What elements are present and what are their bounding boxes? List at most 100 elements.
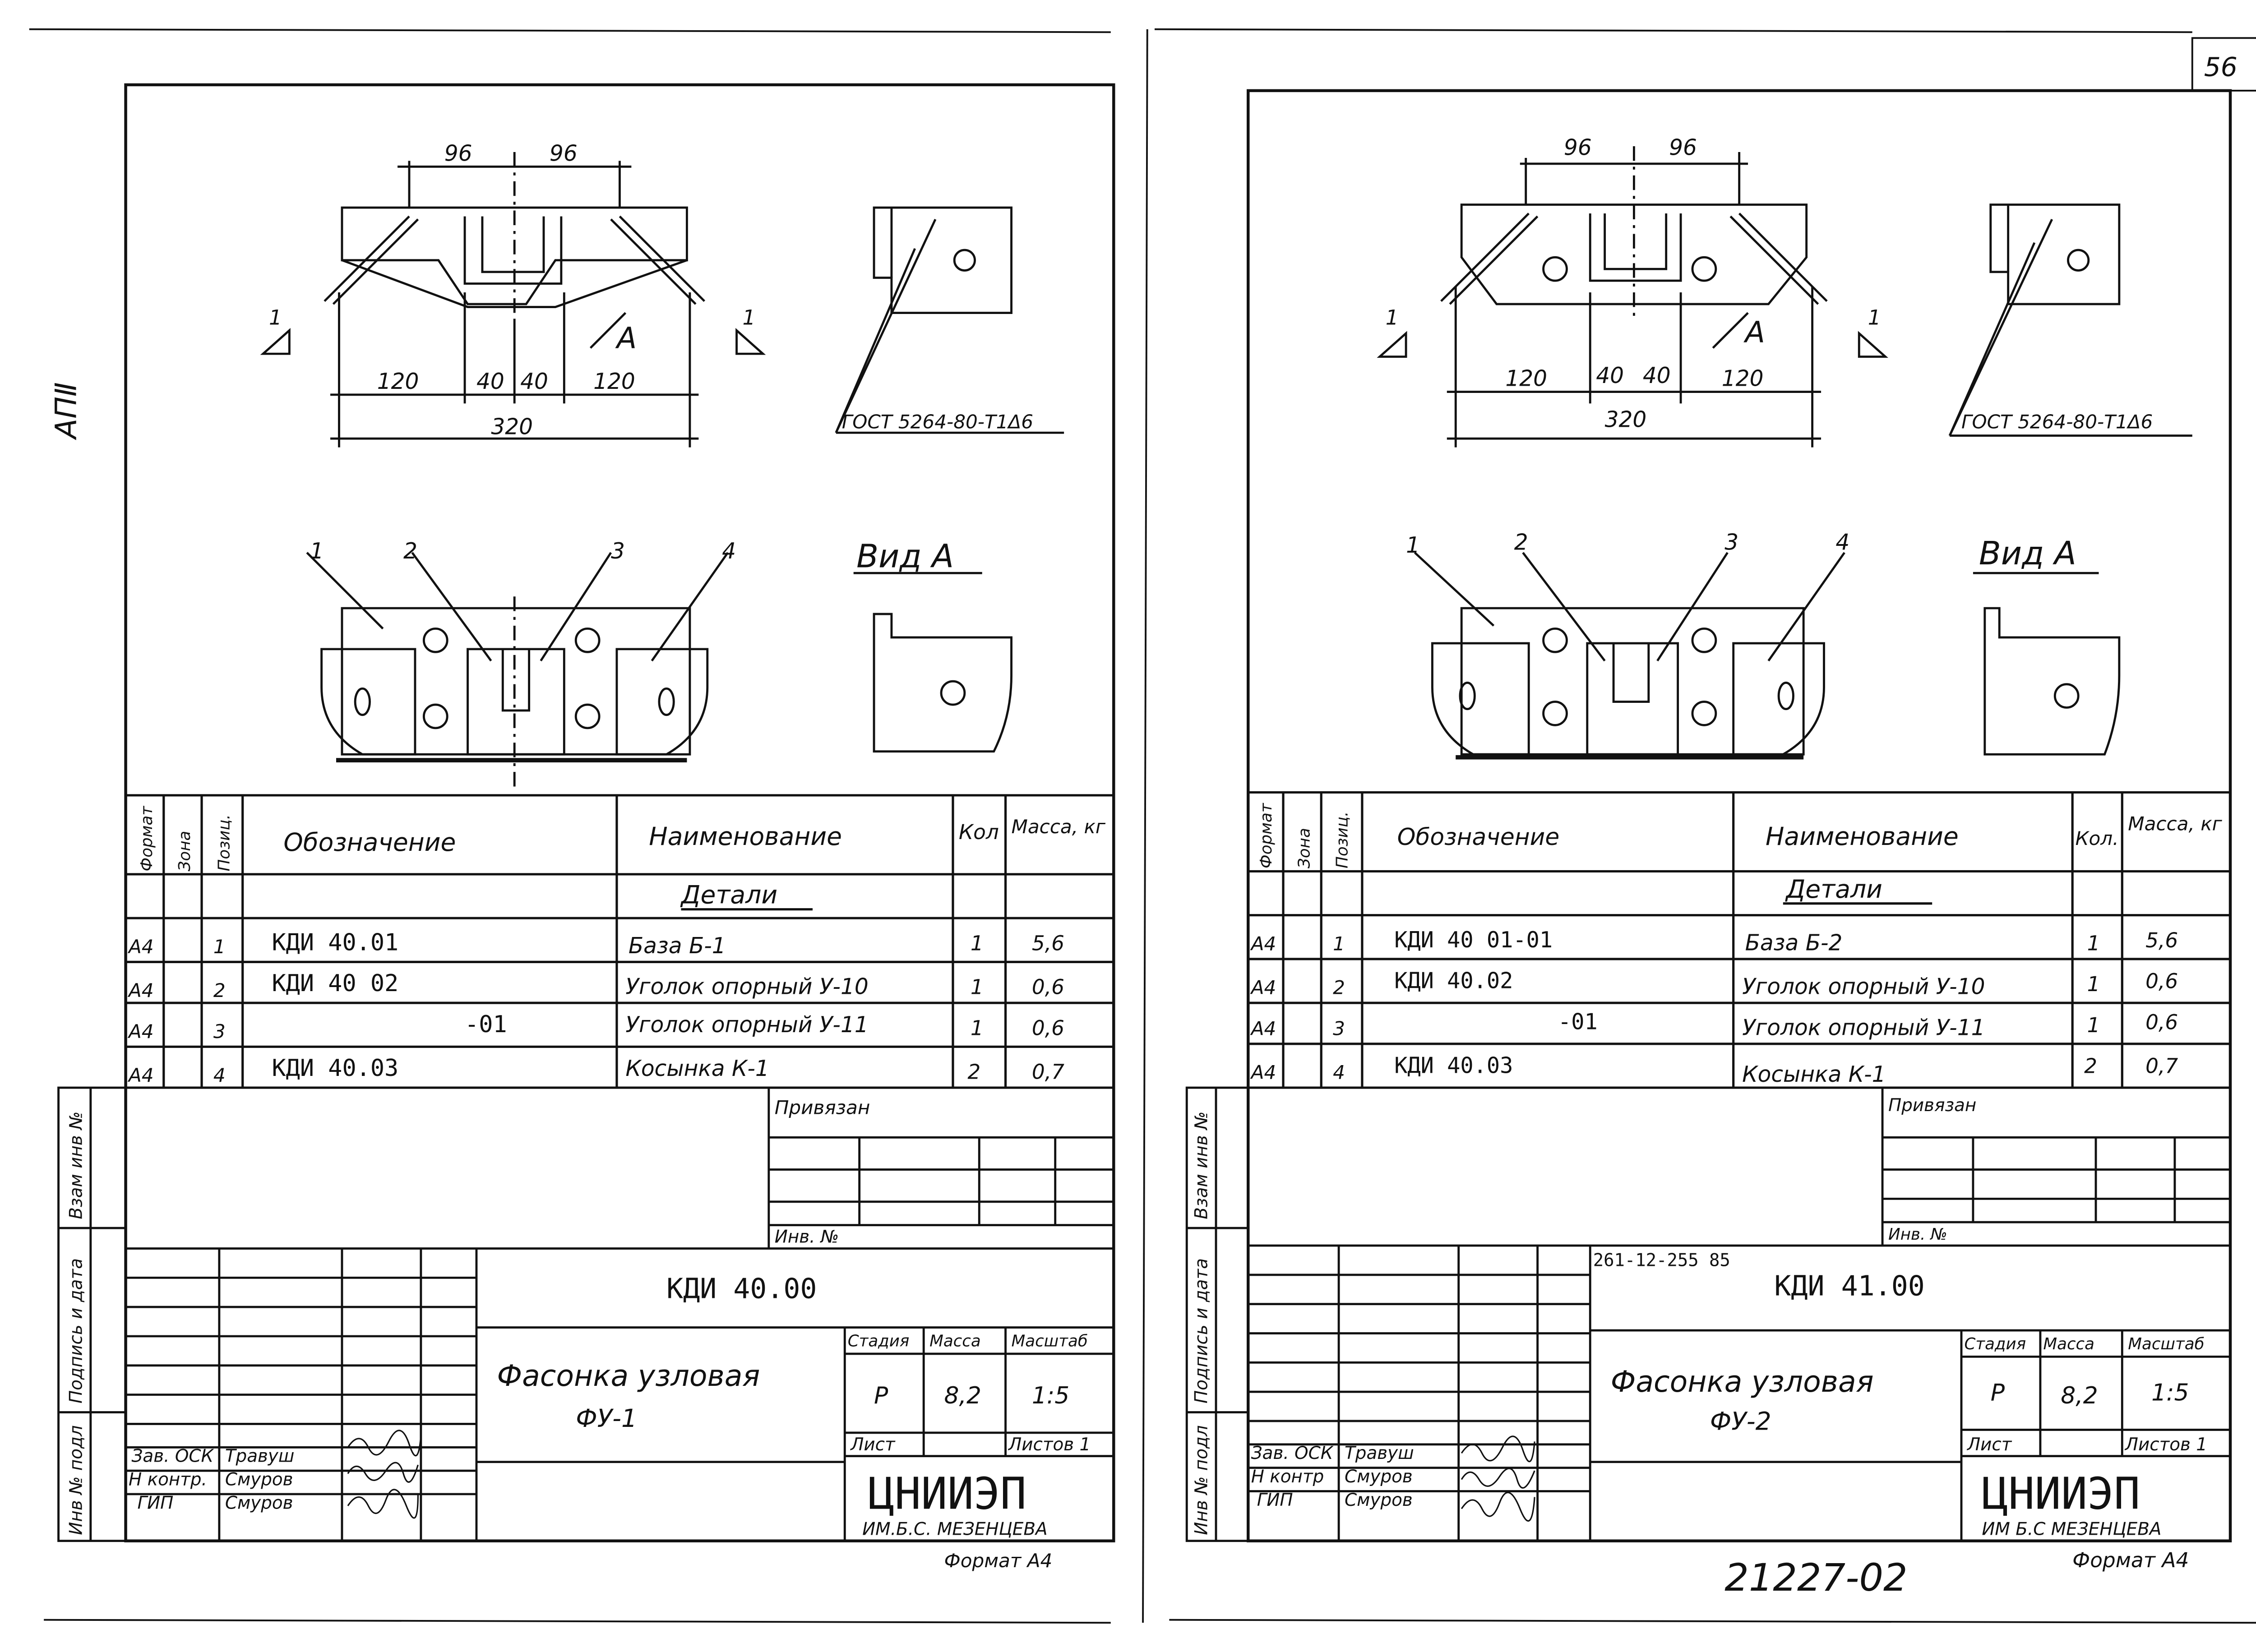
org: ЦНИИЭП	[868, 1468, 1026, 1519]
doc-code: КДИ 40.00	[666, 1273, 817, 1305]
dim-bottom-2: 40	[476, 369, 504, 394]
row4-designation: КДИ 40.03	[272, 1055, 398, 1082]
hdr-pos: Позиц.	[1333, 812, 1352, 868]
view-title: Вид А	[1979, 535, 2076, 572]
weld-note: ГОСТ 5264-80-Т1Δ6	[1961, 411, 2153, 433]
row3-format: А4	[127, 1020, 154, 1043]
row1-format: А4	[127, 936, 154, 958]
hdr-qty: Кол.	[2076, 827, 2119, 849]
signatures	[347, 1430, 422, 1519]
stage-label: Стадия	[848, 1332, 910, 1351]
sheet-label: Лист	[1966, 1435, 2012, 1455]
hdr-name: Наименование	[1766, 822, 1959, 851]
row4-name: Косынка К-1	[1742, 1062, 1886, 1087]
row1-designation: КДИ 40.01	[272, 929, 398, 956]
spec-section: Детали	[1784, 875, 1882, 904]
callout-2: 2	[1514, 530, 1528, 555]
row2-format: А4	[1250, 977, 1276, 999]
row1-pos: 1	[1333, 932, 1345, 955]
staff-role-3: ГИП	[1257, 1490, 1293, 1510]
page-marks	[29, 28, 2256, 1624]
top-view	[260, 152, 766, 448]
row4-mass: 0,7	[1032, 1060, 1064, 1084]
staff-role-2: Н контр.	[129, 1470, 207, 1490]
dim-bottom-4: 120	[593, 369, 635, 394]
stamp-inv-podl: Инв № подл	[1192, 1425, 1212, 1535]
doc-code: КДИ 41.00	[1774, 1269, 1924, 1302]
mass-label: Масса	[2043, 1335, 2094, 1353]
side-stamp	[1185, 1086, 1249, 1542]
staff-role-3: ГИП	[137, 1493, 173, 1513]
row3-designation: -01	[1558, 1009, 1598, 1034]
row2-qty: 1	[971, 975, 984, 999]
row3-pos: 3	[213, 1020, 226, 1043]
row4-format: А4	[127, 1064, 154, 1086]
callout-4: 4	[1835, 530, 1849, 555]
row4-name: Косынка К-1	[625, 1056, 769, 1081]
hdr-designation: Обозначение	[283, 828, 456, 857]
stamp-podpis: Подпись и дата	[1192, 1258, 1212, 1403]
row3-name: Уголок опорный У-11	[625, 1012, 868, 1038]
staff-name-3: Смуров	[1345, 1490, 1413, 1510]
title-block	[1248, 1088, 2231, 1541]
dim-bottom-3: 40	[1643, 363, 1671, 388]
format-note: Формат А4	[944, 1550, 1053, 1572]
sheet-label: Лист	[850, 1435, 896, 1455]
sheets-label: Листов 1	[2124, 1435, 2207, 1455]
row1-qty: 1	[2087, 931, 2100, 955]
scale: 1:5	[1032, 1382, 1069, 1409]
view-arrow-label: А	[615, 321, 637, 355]
staff-name-1: Травуш	[225, 1446, 295, 1467]
scale: 1:5	[2151, 1380, 2189, 1407]
row3-format: А4	[1250, 1017, 1276, 1039]
org: ЦНИИЭП	[1982, 1468, 2140, 1519]
hdr-zone: Зона	[1295, 828, 1313, 868]
page-number: 56	[2204, 52, 2238, 83]
row2-designation: КДИ 40.02	[1394, 969, 1513, 994]
row4-qty: 2	[967, 1060, 980, 1084]
top-view	[1377, 146, 1888, 448]
stamp-vzam: Взам инв №	[1192, 1112, 1212, 1219]
section-mark-right: 1	[1868, 305, 1881, 329]
sheets-label: Листов 1	[1008, 1435, 1091, 1455]
privyazan: Привязан	[775, 1096, 870, 1118]
side-label: АПⅡ	[49, 382, 83, 440]
callout-1: 1	[310, 539, 324, 564]
mass-label: Масса	[929, 1332, 981, 1351]
title: Фасонка узловая	[497, 1359, 760, 1393]
front-view	[1414, 552, 2121, 760]
mass: 8,2	[944, 1382, 981, 1409]
row1-format: А4	[1250, 932, 1276, 955]
stage: Р	[1991, 1380, 2005, 1407]
hdr-qty: Кол	[959, 820, 999, 844]
sheet-frame	[1247, 89, 2232, 1542]
row2-name: Уголок опорный У-10	[625, 974, 868, 1000]
footer-code: 21227-02	[1724, 1555, 1907, 1600]
row2-designation: КДИ 40 02	[272, 970, 398, 997]
row3-pos: 3	[1333, 1017, 1345, 1039]
mass: 8,2	[2061, 1382, 2098, 1409]
row1-name: База Б-1	[629, 933, 726, 959]
org-sub: ИМ.Б.С. МЕЗЕНЦЕВА	[862, 1519, 1047, 1540]
spec-table	[125, 794, 1114, 1089]
row1-qty: 1	[971, 931, 984, 955]
row2-name: Уголок опорный У-10	[1742, 974, 1985, 1000]
view-title: Вид А	[856, 537, 954, 575]
view-arrow-label: А	[1743, 315, 1765, 349]
row4-format: А4	[1250, 1061, 1276, 1084]
sheet-1: 96 96 120 40 40 120 320 1 1 А ГОСТ 5264-…	[57, 83, 1115, 1572]
hdr-format: Формат	[138, 806, 156, 872]
scale-label: Масштаб	[1012, 1332, 1088, 1351]
row1-name: База Б-2	[1745, 930, 1843, 955]
stage: Р	[874, 1382, 888, 1409]
callout-2: 2	[403, 539, 417, 564]
sheet-frame	[124, 83, 1115, 1542]
section-mark-left: 1	[269, 305, 282, 329]
staff-role-2: Н контр	[1251, 1467, 1324, 1487]
sheet-2: 96 96 120 40 40 120 320 1 1 А ГОСТ 5264-…	[1185, 89, 2232, 1572]
staff-role-1: Зав. ОСК	[1251, 1443, 1334, 1463]
inv-no: Инв. №	[775, 1227, 839, 1247]
stamp-podpis: Подпись и дата	[66, 1258, 86, 1403]
row4-pos: 4	[213, 1064, 226, 1086]
